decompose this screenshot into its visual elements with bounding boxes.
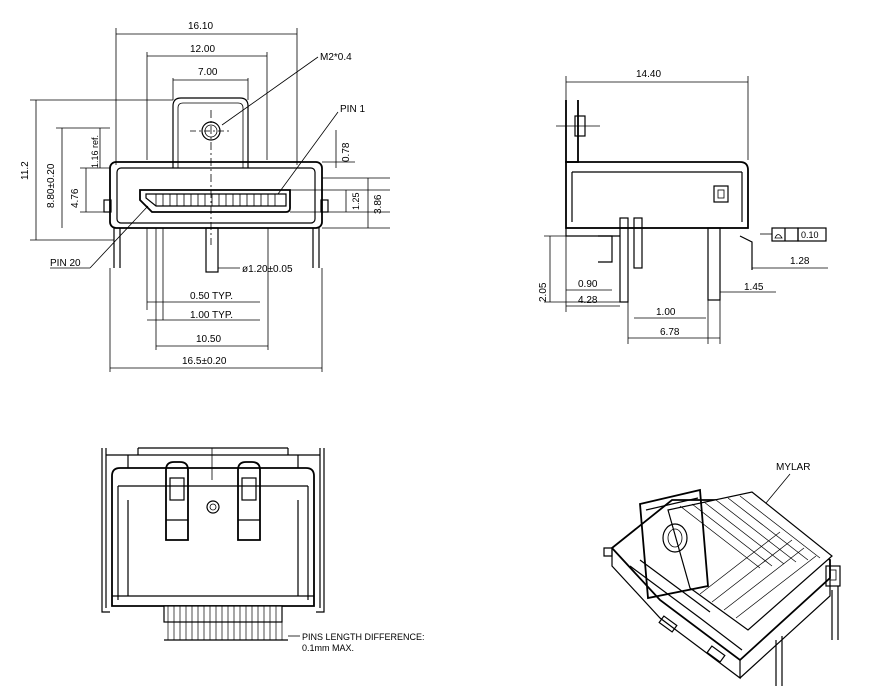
dim-4-76: 4.76	[70, 188, 81, 208]
dim-1-25: 1.25	[351, 192, 361, 210]
label-mylar: MYLAR	[776, 462, 810, 473]
dim-7-00: 7.00	[198, 67, 218, 78]
dim-10-50: 10.50	[196, 334, 221, 345]
dim-pitch-100: 1.00 TYP.	[190, 310, 233, 321]
front-pins	[155, 194, 276, 206]
dim-1-00: 1.00	[656, 307, 676, 318]
dim-1-45: 1.45	[744, 282, 764, 293]
front-view: 16.10 12.00 7.00 M2*0.4	[20, 21, 390, 372]
dim-16-10: 16.10	[188, 21, 213, 32]
dim-1-28: 1.28	[790, 256, 810, 267]
iso-view: MYLAR	[603, 462, 841, 686]
side-view: 14.40 0.10 1.28 2.05	[538, 69, 828, 344]
dim-0-90: 0.90	[578, 279, 598, 290]
dim-3-86: 3.86	[373, 194, 384, 214]
dim-14-40: 14.40	[636, 69, 661, 80]
label-pin1: PIN 1	[340, 104, 365, 115]
dim-8-80: 8.80±0.20	[46, 163, 57, 208]
pins-note-line1: PINS LENGTH DIFFERENCE:	[302, 632, 425, 642]
flatness-value: 0.10	[801, 230, 819, 240]
label-pin20: PIN 20	[50, 258, 81, 269]
label-m2: M2*0.4	[320, 52, 352, 63]
dim-pitch-050: 0.50 TYP.	[190, 291, 233, 302]
dim-6-78: 6.78	[660, 327, 680, 338]
dim-4-28: 4.28	[578, 295, 598, 306]
dim-12-00: 12.00	[190, 44, 215, 55]
rear-view: PINS LENGTH DIFFERENCE: 0.1mm MAX.	[101, 447, 425, 653]
dim-0-78: 0.78	[341, 142, 352, 162]
dim-11-2: 11.2	[20, 161, 31, 180]
dim-1-16-ref: 1.16 ref.	[90, 135, 100, 168]
dim-hole: ø1.20±0.05	[242, 264, 293, 275]
mylar-hatch	[679, 495, 821, 619]
dim-2-05: 2.05	[538, 282, 549, 302]
pins-note-line2: 0.1mm MAX.	[302, 643, 354, 653]
rear-pins	[167, 606, 283, 640]
dim-16-5: 16.5±0.20	[182, 356, 227, 367]
